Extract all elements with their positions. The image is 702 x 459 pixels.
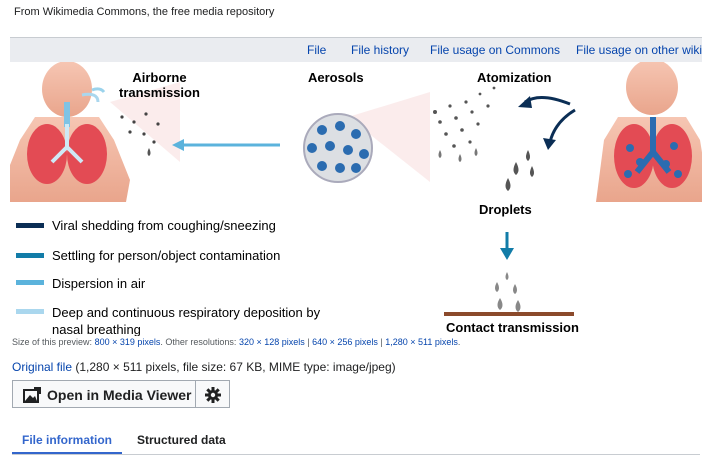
resolution-link-640[interactable]: 640 × 256 pixels xyxy=(312,337,378,347)
legend-swatch-dispersion xyxy=(16,280,44,285)
other-resolutions-prefix: . Other resolutions: xyxy=(160,337,237,347)
repository-tagline: From Wikimedia Commons, the free media r… xyxy=(14,6,275,18)
image-icon xyxy=(23,387,41,403)
preview-size-prefix: Size of this preview: xyxy=(12,337,93,347)
active-tab-indicator xyxy=(12,452,122,454)
original-file-details: (1,280 × 511 pixels, file size: 67 KB, M… xyxy=(72,360,396,374)
file-info-tabs: File information Structured data xyxy=(12,426,700,455)
original-file-line: Original file (1,280 × 511 pixels, file … xyxy=(12,360,396,374)
file-preview-image[interactable]: Airborne transmission Aerosols Atomizati… xyxy=(10,62,702,336)
tab-file-history[interactable]: File history xyxy=(351,43,410,57)
open-in-media-viewer-label: Open in Media Viewer xyxy=(47,387,192,403)
label-aerosols: Aerosols xyxy=(308,70,364,85)
legend-swatch-viral-shedding xyxy=(16,223,44,228)
preview-size-line: Size of this preview: 800 × 319 pixels. … xyxy=(12,337,460,347)
separator: | xyxy=(377,337,386,347)
original-file-link[interactable]: Original file xyxy=(12,360,73,374)
right-person-figure xyxy=(596,62,702,202)
media-viewer-settings-button[interactable] xyxy=(196,380,230,408)
tab-structured-data[interactable]: Structured data xyxy=(137,433,226,447)
legend-text-viral-shedding: Viral shedding from coughing/sneezing xyxy=(52,218,276,233)
legend-text-deep-deposition: Deep and continuous respiratory depositi… xyxy=(52,305,321,336)
left-person-figure xyxy=(10,62,130,202)
legend-text-settling: Settling for person/object contamination xyxy=(52,248,281,263)
label-atomization: Atomization xyxy=(477,70,552,85)
tab-file-usage-other-wikis[interactable]: File usage on other wikis xyxy=(576,43,702,57)
tab-file-information[interactable]: File information xyxy=(22,433,112,447)
legend-swatch-settling xyxy=(16,253,44,258)
legend-swatch-deep-deposition xyxy=(16,309,44,314)
gear-icon xyxy=(205,387,221,403)
resolution-link-1280[interactable]: 1,280 × 511 pixels xyxy=(385,337,458,347)
resolution-link-320[interactable]: 320 × 128 pixels xyxy=(238,337,305,347)
label-airborne-transmission: Airborne transmission xyxy=(119,70,200,100)
label-droplets: Droplets xyxy=(479,202,532,217)
open-in-media-viewer-button[interactable]: Open in Media Viewer xyxy=(12,380,196,408)
tab-file[interactable]: File xyxy=(307,43,327,57)
transmission-illustration xyxy=(10,62,702,316)
tab-file-usage-commons[interactable]: File usage on Commons xyxy=(430,43,561,57)
preview-size-link[interactable]: 800 × 319 pixels xyxy=(94,337,161,347)
aerosol-particle-cluster xyxy=(303,92,430,183)
legend-text-dispersion: Dispersion in air xyxy=(52,276,146,291)
label-contact-transmission: Contact transmission xyxy=(446,320,579,335)
file-navigation-bar: File File history File usage on Commons … xyxy=(10,37,702,63)
period: . xyxy=(457,337,461,347)
separator: | xyxy=(304,337,313,347)
